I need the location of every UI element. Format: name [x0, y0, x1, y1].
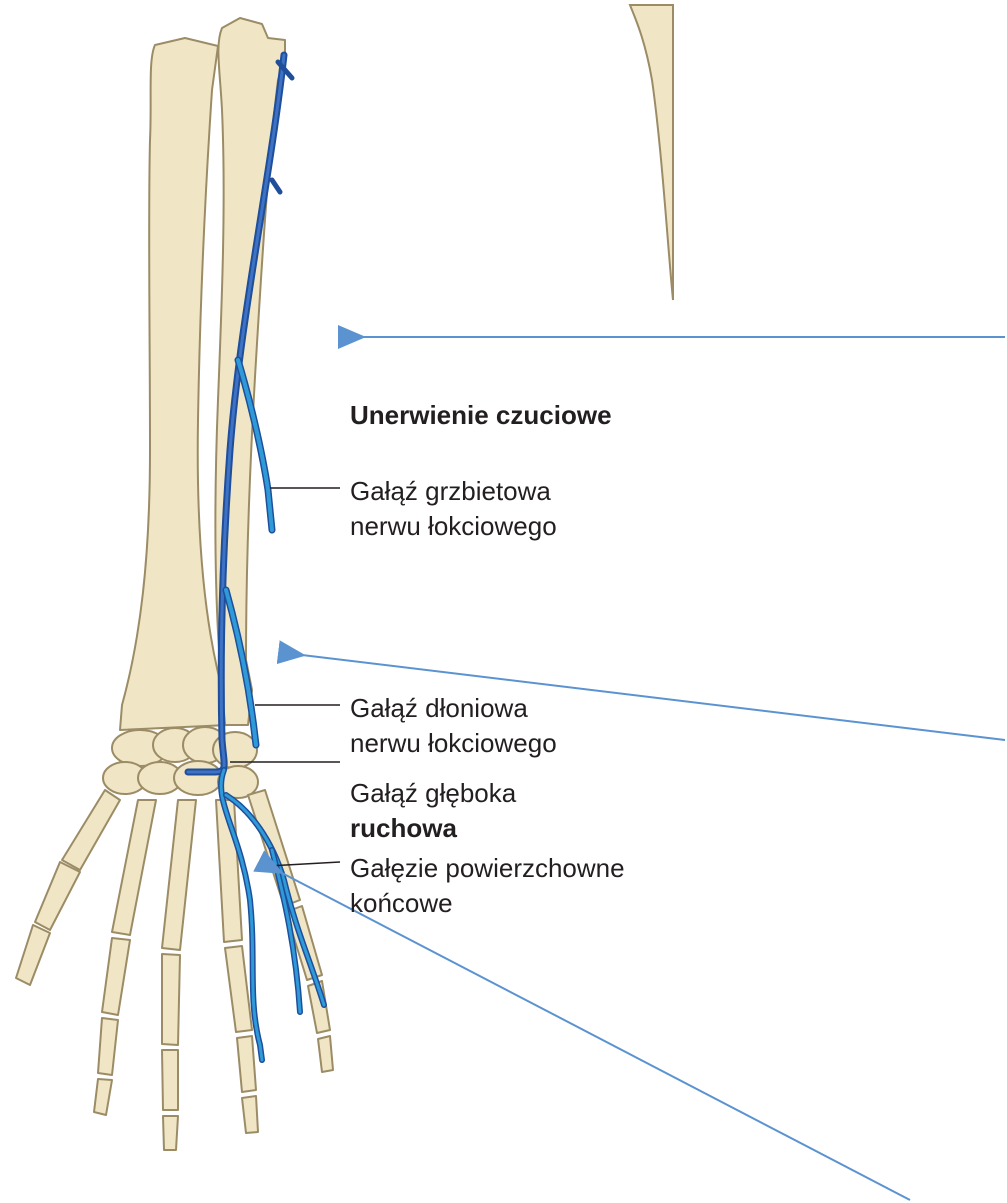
ring-phalanx — [237, 1036, 256, 1092]
thumb-phalanx — [16, 925, 50, 985]
dorsal-branch-label-line2: nerwu łokciowego — [350, 511, 557, 541]
superficial-branches-label-line1: Gałęzie powierzchowne — [350, 853, 625, 883]
palmar-branch-label-line1: Gałąź dłoniowa — [350, 693, 528, 723]
motor-label: ruchowa — [350, 813, 457, 843]
pointer-arrow — [280, 872, 910, 1200]
pointer-arrows — [280, 337, 1005, 1200]
middle-metacarpal — [162, 800, 196, 950]
index-phalanx — [102, 938, 130, 1015]
thumb-metacarpal — [62, 790, 120, 870]
carpal-bone — [174, 761, 222, 795]
skeleton — [16, 18, 333, 1150]
ring-phalanx — [225, 946, 252, 1032]
index-phalanx — [98, 1018, 118, 1075]
deep-branch-label: Gałąź głęboka — [350, 778, 516, 808]
middle-phalanx — [162, 1050, 178, 1110]
radius-bone — [120, 38, 228, 730]
palmar-branch-label-line2: nerwu łokciowego — [350, 728, 557, 758]
little-phalanx — [318, 1036, 333, 1072]
index-phalanx — [94, 1079, 112, 1115]
middle-phalanx — [162, 954, 180, 1045]
ring-phalanx — [242, 1096, 258, 1133]
humerus-fragment — [630, 5, 673, 300]
middle-phalanx — [163, 1116, 178, 1150]
dorsal-branch-label-line1: Gałąź grzbietowa — [350, 476, 551, 506]
superficial-branches-label-line2: końcowe — [350, 888, 453, 918]
index-metacarpal — [112, 800, 156, 935]
sensory-innervation-heading: Unerwienie czuciowe — [350, 400, 612, 430]
thumb-phalanx — [35, 862, 80, 930]
